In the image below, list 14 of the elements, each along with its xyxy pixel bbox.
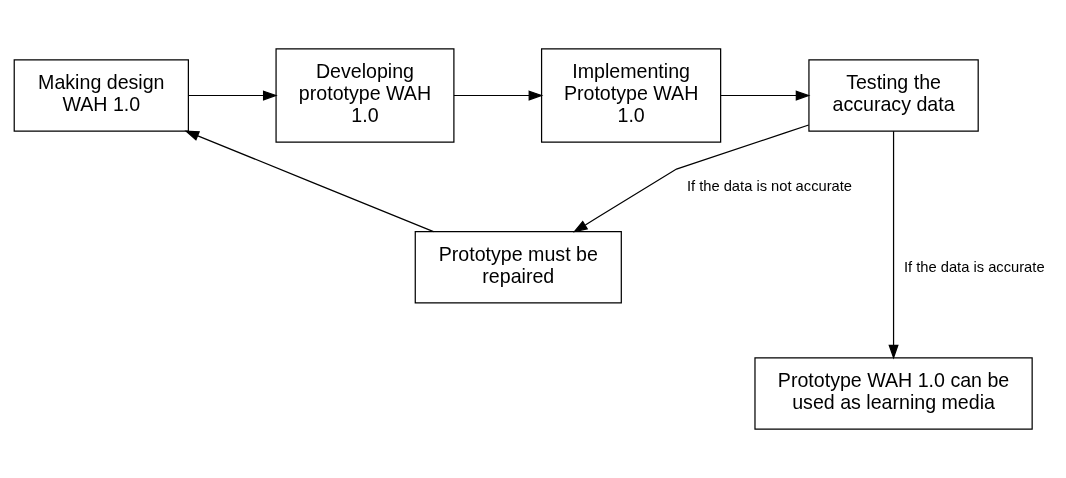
arrow [572,124,810,233]
edge-label: If the data is not accurate [686,178,853,195]
arrow [888,130,899,360]
node-box: Making design WAH 1.0 [13,59,189,132]
node-box: Implementing Prototype WAH 1.0 [540,48,722,143]
node-box: Developing prototype WAH 1.0 [275,48,455,143]
arrow [184,130,435,233]
node-box: Testing the accuracy data [808,59,979,132]
node-box: Prototype WAH 1.0 can be used as learning media [754,357,1033,430]
arrow [720,90,811,101]
arrow [188,90,278,101]
arrow [453,90,544,101]
node-box: Prototype must be repaired [414,231,622,304]
edge-label: If the data is accurate [903,258,1045,275]
